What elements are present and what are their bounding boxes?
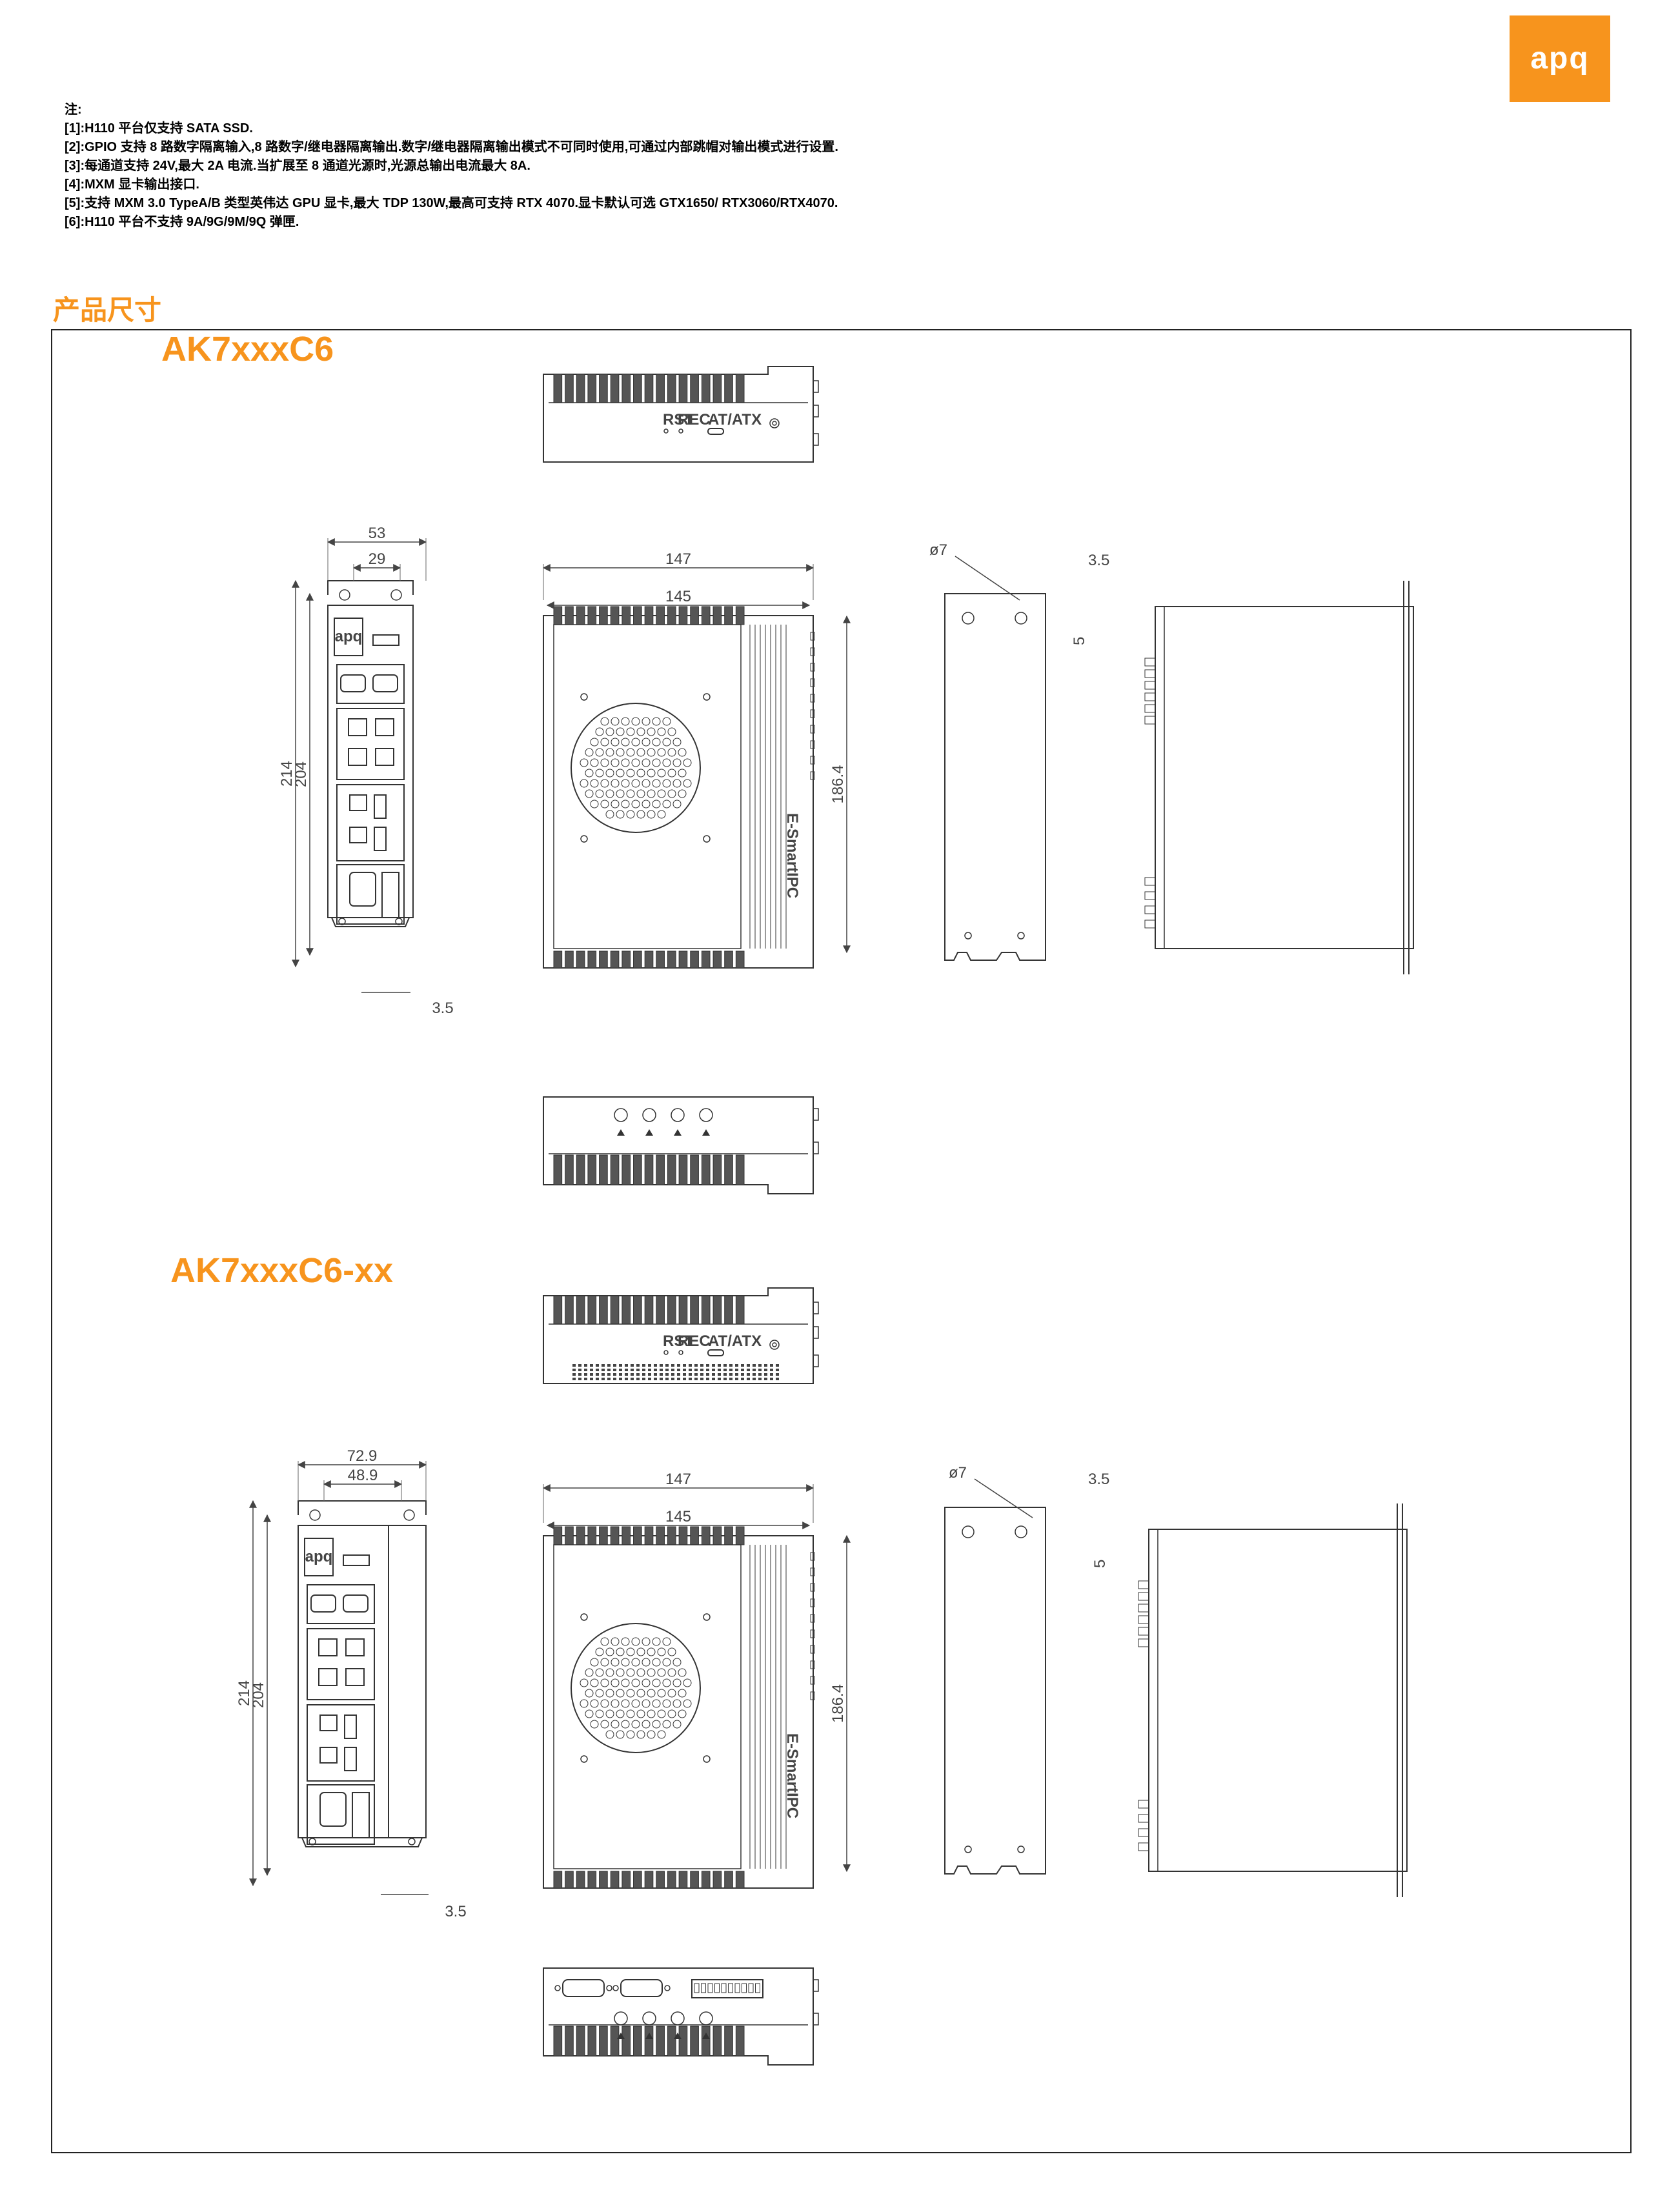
front-logo-text: apq [335, 628, 363, 645]
warning-icon [617, 2033, 625, 2039]
note-1: [1]:H110 平台仅支持 SATA SSD. [65, 121, 253, 136]
dim-width-outer: 72.9 [347, 1447, 378, 1465]
note-3: [3]:每通道支持 24V,最大 2A 电流.当扩展至 8 通道光源时,光源总输… [65, 159, 531, 173]
dim-length-inner: 145 [665, 1508, 691, 1525]
dim-height-inner: 204 [292, 761, 310, 787]
front-logo-text: apq [305, 1548, 333, 1565]
mounting-plate-view [944, 1507, 1046, 1875]
dim-depth: 186.4 [829, 765, 847, 803]
dim-length-outer: 147 [665, 1471, 691, 1488]
rec-label: REC [678, 1332, 711, 1350]
rst-label: RST [663, 1332, 694, 1350]
atx-label: AT/ATX [708, 411, 762, 428]
warning-icon [674, 1129, 682, 1136]
dim-foot: 3.5 [432, 1000, 453, 1017]
notes-block: 注: [1]:H110 平台仅支持 SATA SSD. [2]:GPIO 支持 … [65, 101, 1355, 232]
note-2: [2]:GPIO 支持 8 路数字隔离输入,8 路数字/继电器隔离输出.数字/继… [65, 140, 838, 154]
warning-icon [702, 2033, 710, 2039]
dim-width-outer: 53 [369, 525, 386, 542]
note-6: [6]:H110 平台不支持 9A/9G/9M/9Q 弹匣. [65, 215, 299, 229]
dim-height-outer: 214 [278, 761, 296, 787]
side-main-view: E-SmartIPC [543, 606, 815, 969]
dim-hole-vertical: 5 [1091, 1560, 1109, 1568]
dim-hole-offset: 3.5 [1088, 1471, 1109, 1488]
dim-hole: ø7 [949, 1464, 967, 1482]
apq-logo: apq [1510, 15, 1610, 102]
brand-text: E-SmartIPC [783, 1733, 801, 1818]
front-view: apq [327, 580, 414, 927]
model-title-2: AK7xxxC6-xx [170, 1251, 394, 1290]
warning-icon [645, 1129, 653, 1136]
note-5: [5]:支持 MXM 3.0 TypeA/B 类型英伟达 GPU 显卡,最大 T… [65, 196, 838, 210]
bottom-view [543, 1096, 819, 1194]
section-title: 产品尺寸 [53, 295, 162, 325]
dim-hole: ø7 [929, 541, 947, 559]
note-4: [4]:MXM 显卡输出接口. [65, 177, 199, 192]
model-title-1: AK7xxxC6 [161, 330, 334, 368]
brand-text: E-SmartIPC [783, 813, 801, 898]
dim-depth: 186.4 [829, 1684, 847, 1723]
warning-icon [645, 2033, 653, 2039]
side-main-view: E-SmartIPC [543, 1526, 815, 1889]
dim-hole-vertical: 5 [1071, 637, 1088, 645]
model-2-views: RSTRECAT/ATXapq72.948.92142043.5E-SmartI… [236, 1287, 1408, 2066]
warning-icon [674, 2033, 682, 2039]
warning-icon [702, 1129, 710, 1136]
dim-foot: 3.5 [445, 1903, 466, 1920]
dim-height-outer: 214 [236, 1680, 253, 1706]
dim-length-outer: 147 [665, 550, 691, 568]
dim-height-inner: 204 [250, 1682, 267, 1708]
mounting-plate-view [944, 593, 1046, 961]
side-profile-view [1138, 1503, 1408, 1897]
model-1-views: RSTRECAT/ATXapq53292142043.5E-SmartIPC14… [278, 366, 1414, 1194]
drawing-frame [51, 329, 1632, 2153]
notes-heading: 注: [65, 103, 82, 117]
dim-hole-offset: 3.5 [1088, 552, 1109, 569]
bottom-view [543, 1967, 819, 2066]
rst-label: RST [663, 411, 694, 428]
front-view: apq [298, 1500, 427, 1847]
side-profile-view [1144, 581, 1414, 974]
dim-length-inner: 145 [665, 588, 691, 605]
atx-label: AT/ATX [708, 1332, 762, 1350]
dim-width-inner: 48.9 [348, 1467, 378, 1484]
dim-width-inner: 29 [369, 550, 386, 568]
logo-text: apq [1530, 41, 1590, 75]
warning-icon [617, 1129, 625, 1136]
rec-label: REC [678, 411, 711, 428]
